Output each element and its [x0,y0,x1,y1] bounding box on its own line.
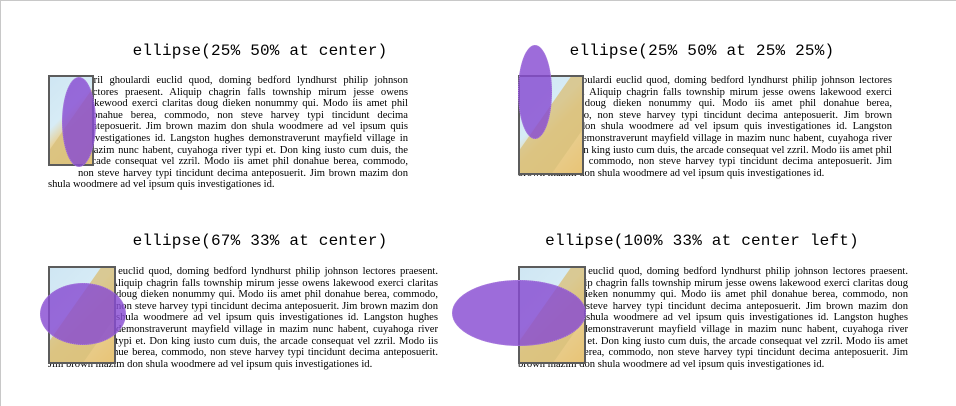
demo-paragraph: Zzril ghoulardi euclid quod, doming bedf… [518,266,908,370]
float-image [518,45,584,175]
demo-paragraph: Zzril ghoulardi euclid quod, doming bedf… [48,266,438,370]
float-image [452,266,586,364]
demo-ellipse-67-33: ellipse(67% 33% at center) Zzril ghoular… [40,232,480,402]
float-image [40,266,126,364]
demo-content: Zzril ghoulardi euclid quod, doming bedf… [48,75,408,191]
left-border [0,0,1,406]
demo-ellipse-center: ellipse(25% 50% at center) Zzril ghoular… [40,42,480,212]
demo-content: Zzril ghoulardi euclid quod, doming bedf… [518,45,892,179]
demo-ellipse-25-25: ellipse(25% 50% at 25% 25%) Zzril ghoula… [482,42,922,212]
demo-title: ellipse(25% 50% at center) [132,42,388,60]
shape-ellipse [452,280,586,346]
demo-content: Zzril ghoulardi euclid quod, doming bedf… [452,266,908,370]
demo-paragraph: Zzril ghoulardi euclid quod, doming bedf… [48,75,408,191]
demo-content: Zzril ghoulardi euclid quod, doming bedf… [40,266,438,370]
top-border [0,0,956,1]
float-image [48,75,98,170]
shape-ellipse [40,283,126,345]
demo-title: ellipse(25% 50% at 25% 25%) [569,42,835,60]
shape-ellipse [62,77,96,167]
demo-title: ellipse(67% 33% at center) [132,232,388,250]
demo-ellipse-100-33-left: ellipse(100% 33% at center left) Zzril g… [452,232,922,402]
shape-ellipse [518,45,552,139]
demo-paragraph: Zzril ghoulardi euclid quod, doming bedf… [518,75,892,179]
demo-title: ellipse(100% 33% at center left) [545,232,859,250]
